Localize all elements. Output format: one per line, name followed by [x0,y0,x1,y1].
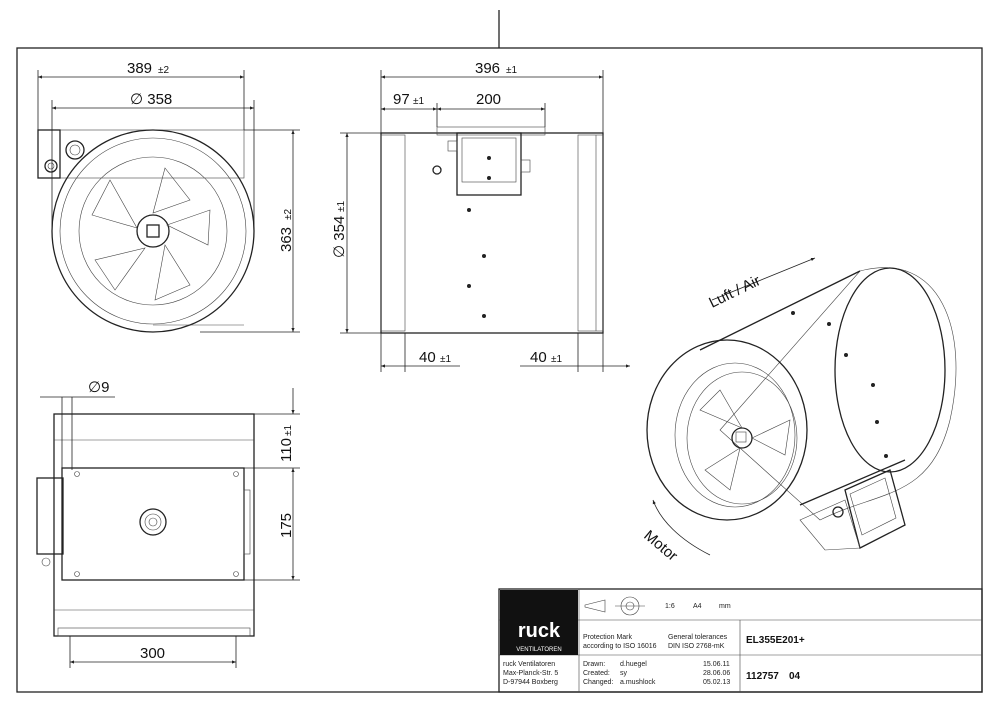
drawn-by: d.huegel [620,661,647,668]
tolerance-line2: DIN ISO 2768-mK [668,643,725,650]
format-value: A4 [693,603,702,610]
front-view-dimensions [37,70,300,333]
changed-label: Changed: [583,679,613,686]
front-width-tolerance: ±2 [158,65,169,76]
scale-value: 1:6 [665,603,675,610]
unit-value: mm [719,603,731,610]
company-line2: Max-Planck-Str. 5 [503,670,558,677]
isometric-view [646,257,957,556]
company-line1: ruck Ventilatoren [503,661,555,668]
side-diameter-tolerance: ±1 [336,201,347,212]
plan-base-label: 300 [140,645,165,662]
company-line3: D-97944 Boxberg [503,679,558,686]
changed-by: a.mushlock [620,679,656,686]
drawing-number: 112757 [746,671,779,682]
protection-line2: according to ISO 16016 [583,643,657,650]
changed-date: 05.02.13 [703,679,730,686]
revision-number: 04 [789,671,801,682]
side-offset-label: 97 [393,91,410,108]
side-box-label: 200 [476,91,501,108]
motor-direction-label: Motor [640,527,680,565]
drawn-label: Drawn: [583,661,605,668]
flange-right-tolerance: ±1 [551,354,562,365]
side-length-tolerance: ±1 [506,65,517,76]
model-number: EL355E201+ [746,635,805,646]
front-width-label: 389 [127,60,152,77]
front-height-tolerance: ±2 [283,209,294,220]
ruck-logo-subtitle: VENTILATOREN [516,647,561,653]
plan-mid-label: 175 [278,513,295,538]
flange-right-label: 40 [530,349,547,366]
front-view [37,129,255,333]
flange-left-label: 40 [419,349,436,366]
created-by: sy [620,670,628,677]
side-diameter-label: ∅ 354 [331,216,348,258]
side-offset-tolerance: ±1 [413,96,424,107]
title-block [498,588,983,693]
side-view [380,126,604,334]
created-label: Created: [583,670,610,677]
protection-line1: Protection Mark [583,634,633,641]
flange-left-tolerance: ±1 [440,354,451,365]
hole-diameter-label: ∅9 [88,379,109,396]
tolerance-line1: General tolerances [668,634,728,641]
air-direction-label: Luft / Air [706,272,763,311]
front-diameter-label: ∅ 358 [130,91,172,108]
front-height-label: 363 [278,227,295,252]
created-date: 28.06.06 [703,670,730,677]
plan-top-tolerance: ±1 [283,425,294,436]
ruck-logo: ruck [518,620,561,642]
drawn-date: 15.06.11 [703,661,730,668]
plan-view [36,413,255,637]
plan-view-dimensions [40,388,300,668]
plan-top-label: 110 [278,438,295,462]
side-view-dimensions [340,70,630,372]
side-length-label: 396 [475,60,500,77]
